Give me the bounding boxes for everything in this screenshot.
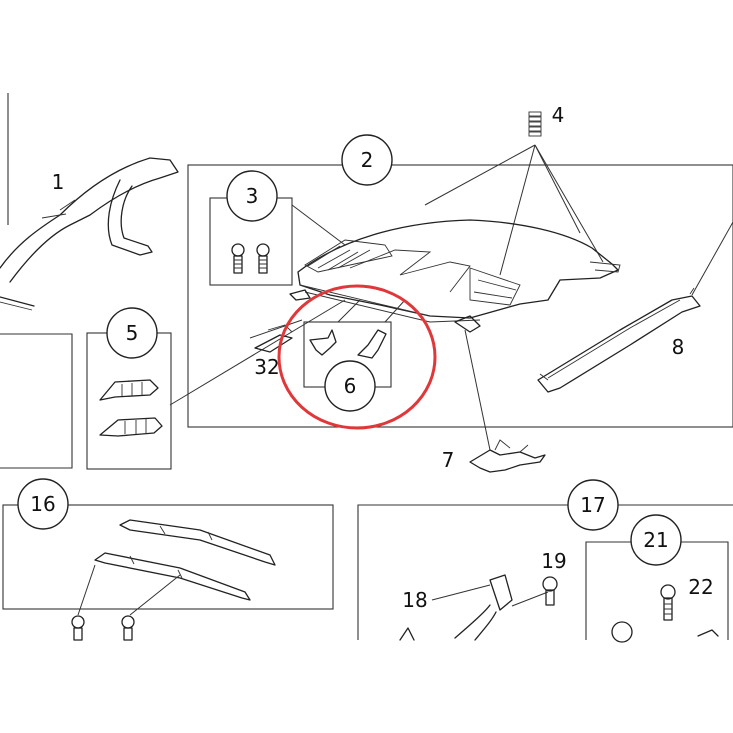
callout-label-2: 2 [361,148,374,172]
callout-label-21: 21 [643,528,668,552]
left-partial-box [0,333,73,469]
label-1: 1 [52,170,65,194]
leader-16a [77,564,96,616]
part-21-nut[interactable] [611,621,719,643]
part-4-spring[interactable] [528,111,542,137]
label-7: 7 [442,448,455,472]
highlight-ellipse [277,284,437,430]
part-32-clip[interactable] [254,324,293,353]
assembly-box-2 [187,164,733,428]
leader-6a [337,299,361,323]
callout-circle-17 [567,479,619,531]
part-19-screw[interactable] [542,576,558,606]
callout-label-6: 6 [344,374,357,398]
callout-circle-3 [226,170,278,222]
callout-circle-2 [341,134,393,186]
callout-label-3: 3 [246,184,259,208]
leader-7 [464,329,491,451]
leader-19a [511,591,549,607]
part-16-fasteners[interactable] [71,615,135,641]
label-4: 4 [552,103,565,127]
roof-panel-assembly[interactable] [289,219,621,333]
part-16-box [2,504,334,610]
callout-circle-5 [106,307,158,359]
part-6-brackets[interactable] [309,329,387,359]
label-32: 32 [254,355,279,379]
part-22-bolt[interactable] [660,584,676,621]
label-18: 18 [402,588,427,612]
callout-circle-21 [630,514,682,566]
part-16-strips[interactable] [94,519,276,601]
leader-32 [249,319,303,339]
callout-circle-6 [324,360,376,412]
part-3-screws[interactable] [231,243,270,274]
part-5-brackets[interactable] [99,379,163,437]
leader-18 [431,584,491,601]
leader-16b [129,574,181,616]
label-22: 22 [688,575,713,599]
callout-circle-16 [17,478,69,530]
part-18-panel[interactable] [399,574,513,641]
callout-label-17: 17 [580,493,605,517]
callout-label-5: 5 [126,321,139,345]
label-19: 19 [541,549,566,573]
leader-5 [169,299,346,406]
part-8-rail[interactable] [537,287,701,393]
label-8: 8 [672,335,685,359]
leaders-4 [424,144,604,276]
callout-label-16: 16 [30,492,55,516]
leader-3 [291,204,346,246]
leader-6b [384,299,406,323]
leader-8 [691,221,733,296]
part-1-frame-rail[interactable] [0,157,179,311]
part-7-bracket[interactable] [469,439,546,473]
